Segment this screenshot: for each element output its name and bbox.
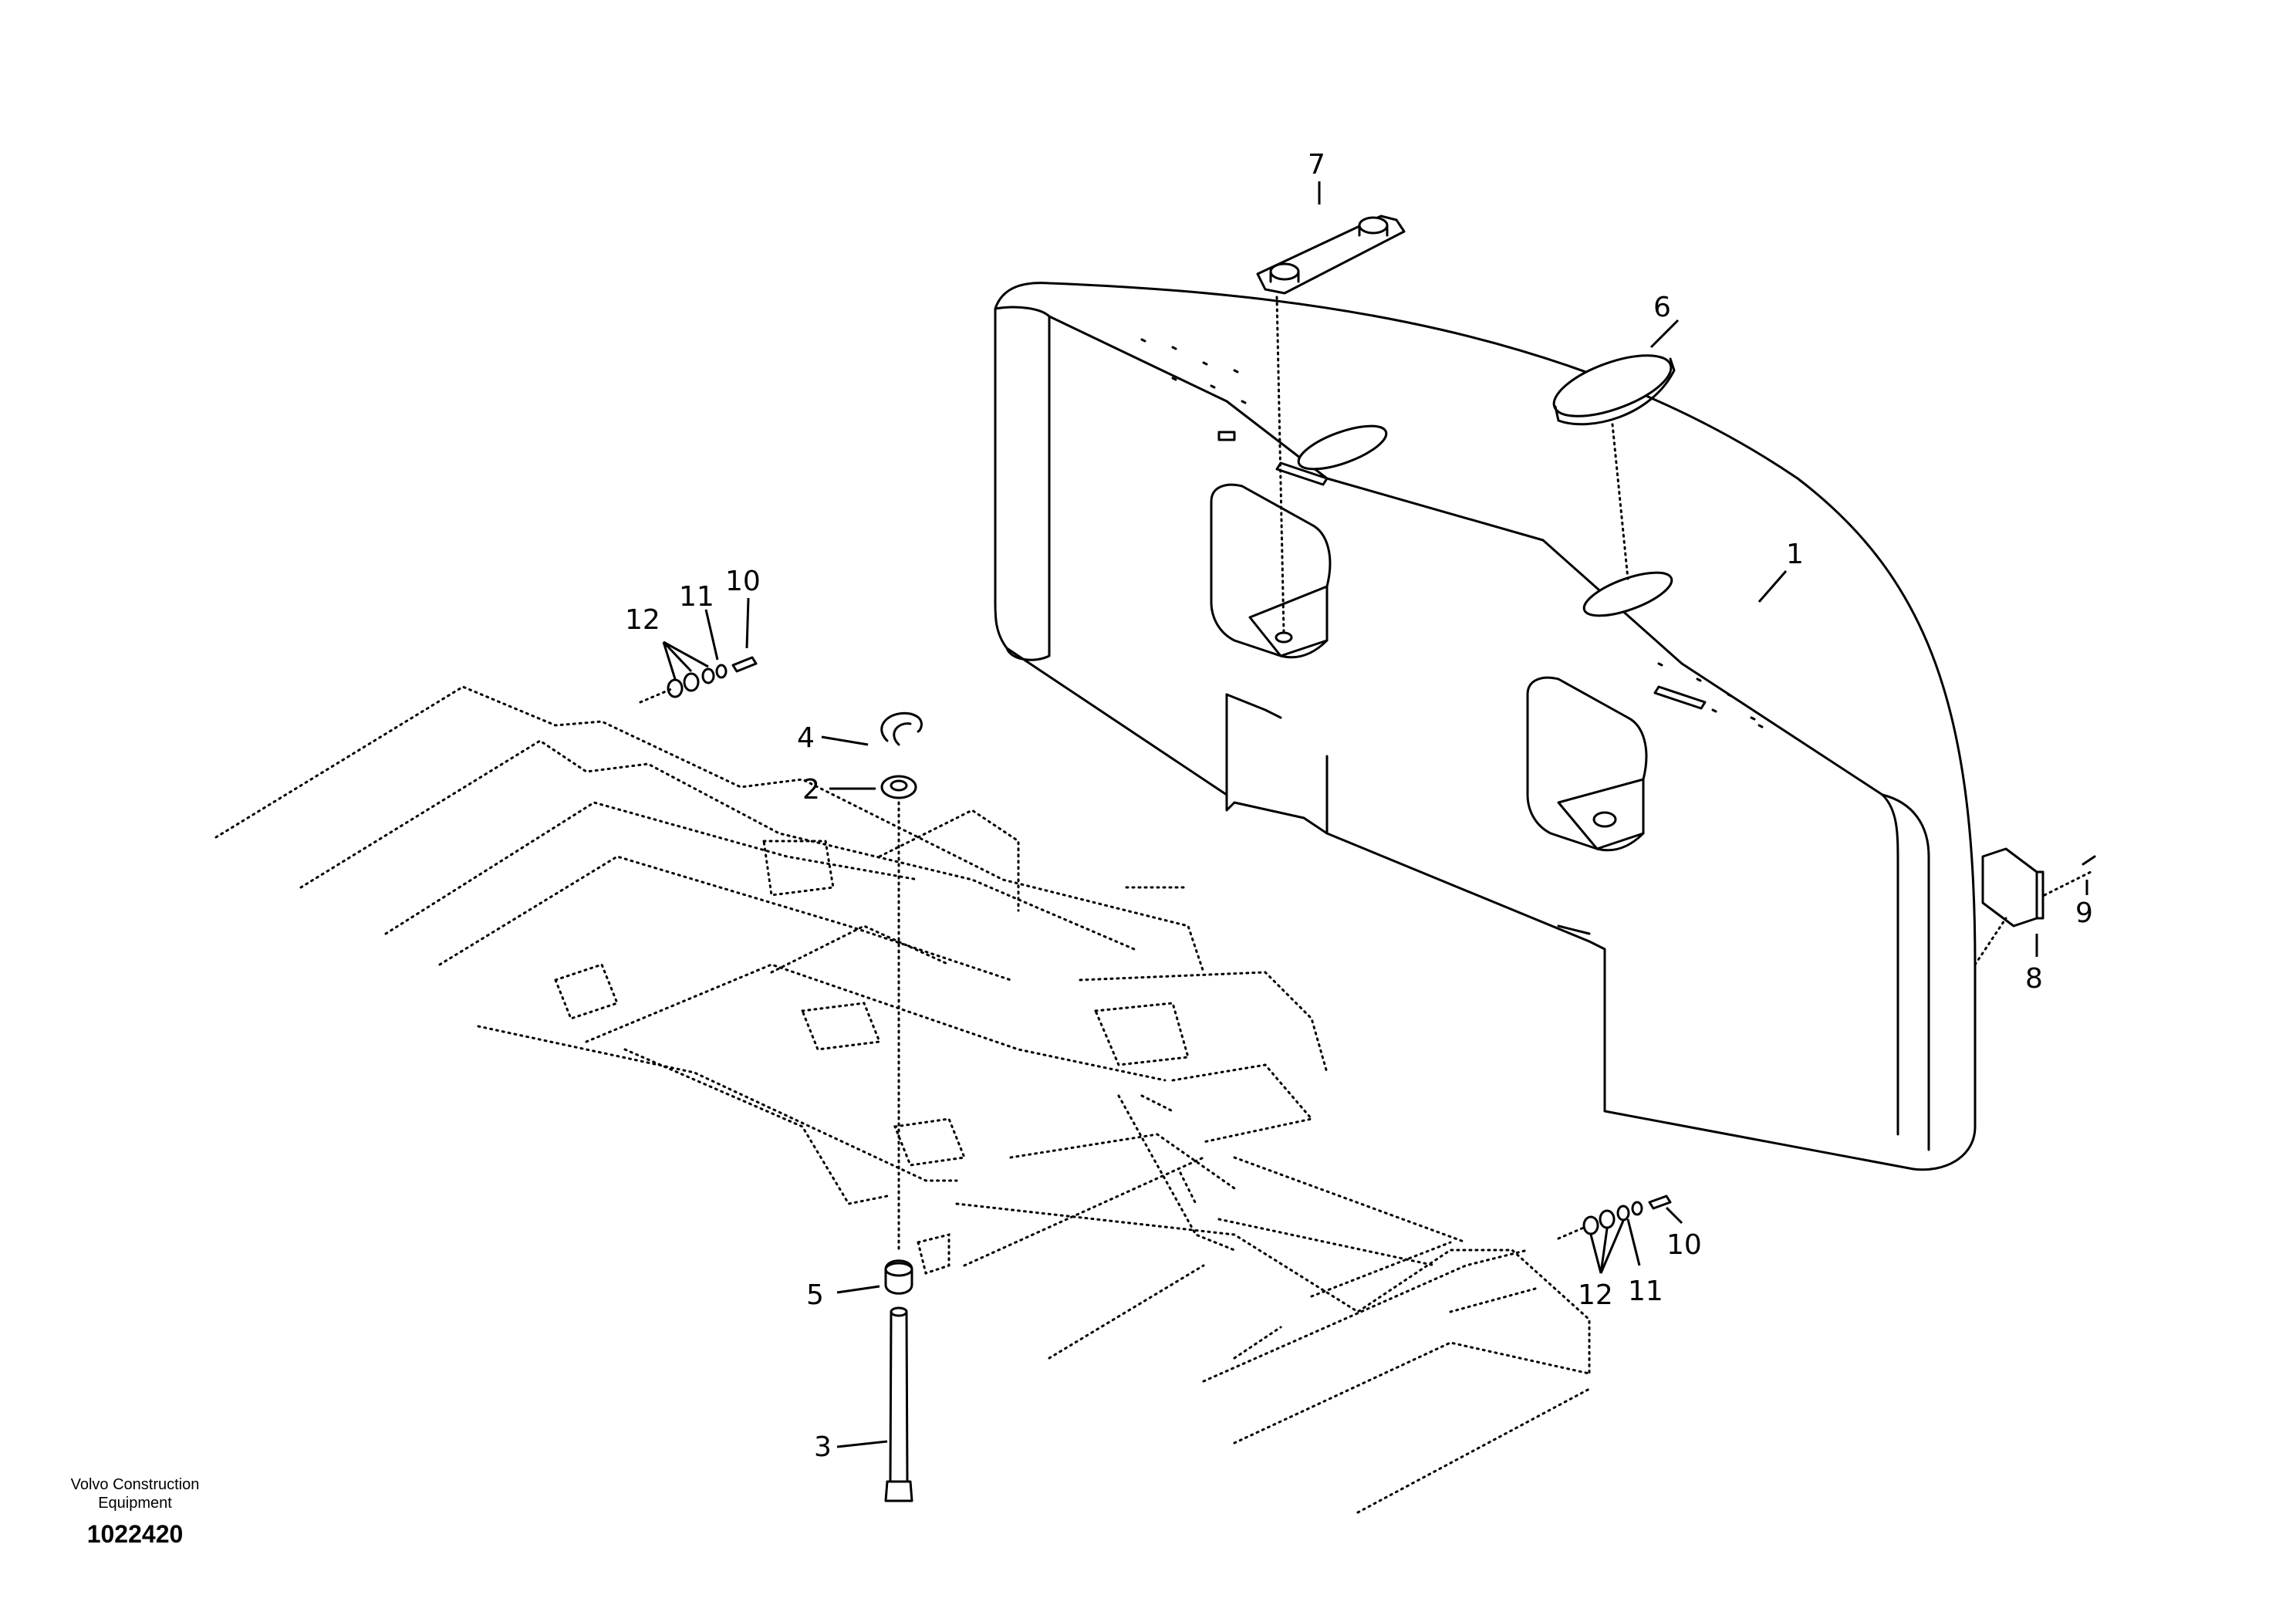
part-6-cap	[1552, 319, 1680, 580]
callout-11-left: 11	[679, 581, 714, 613]
callout-11-right: 11	[1628, 1276, 1663, 1307]
part-2-washer	[829, 775, 917, 799]
upper-frame	[214, 685, 1591, 1514]
callout-10-left: 10	[725, 566, 761, 597]
brand-label: Volvo Construction Equipment	[46, 1475, 224, 1512]
callout-8: 8	[2025, 963, 2043, 995]
callout-5: 5	[806, 1279, 824, 1311]
callout-labels: 1 2 3 4 5 6 7 8 9 10 11 12 10 11 12	[625, 149, 2093, 1463]
leader-1	[1757, 570, 1788, 603]
callout-1: 1	[1786, 539, 1804, 570]
brand-line-1: Volvo Construction	[70, 1476, 200, 1493]
part-4-clip	[821, 711, 923, 746]
part-7-plate	[1256, 181, 1406, 634]
callout-12-left: 12	[625, 604, 660, 636]
callout-7: 7	[1308, 149, 1325, 181]
brand-line-2: Equipment	[98, 1495, 172, 1512]
document-number: 1022420	[86, 1520, 184, 1548]
part-9-pin	[2082, 855, 2096, 895]
part-8-plate	[1974, 847, 2092, 966]
counterweight	[994, 282, 1977, 1171]
fastener-group-right	[1557, 1195, 1683, 1274]
fastener-group-left	[639, 597, 758, 704]
callout-12-right: 12	[1578, 1279, 1613, 1311]
callout-4: 4	[797, 722, 815, 754]
callout-3: 3	[814, 1431, 832, 1463]
part-5-collar	[836, 1259, 913, 1295]
callout-10-right: 10	[1666, 1229, 1702, 1261]
part-3-bolt	[836, 1306, 913, 1502]
callout-6: 6	[1653, 292, 1671, 323]
callout-9: 9	[2075, 897, 2093, 929]
callout-2: 2	[802, 774, 820, 806]
